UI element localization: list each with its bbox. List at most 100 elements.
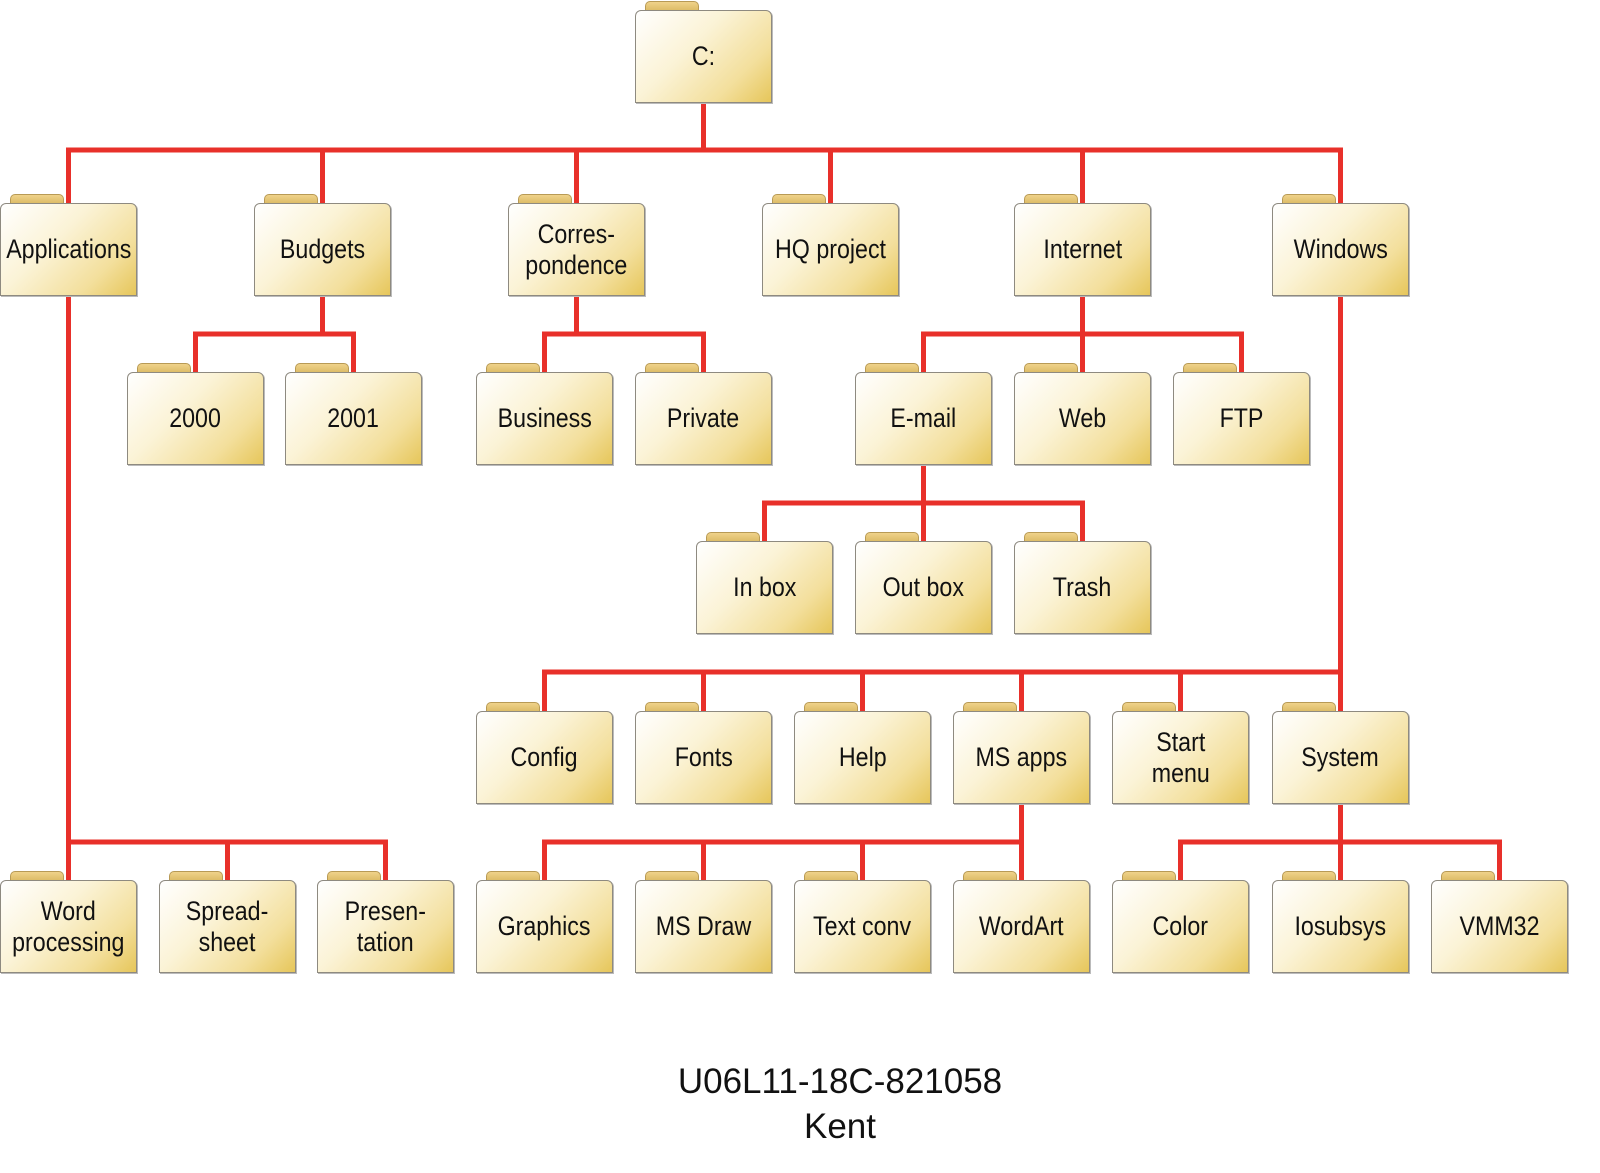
folder-vmm32[interactable]: VMM32 [1431,871,1568,973]
folder-label: Budgets [279,234,366,264]
folder-icon: Windows [1272,203,1409,296]
folder-tab-icon [963,871,1017,882]
folder-label: In box [732,572,797,602]
folder-label: E-mail [890,403,957,433]
folder-windows[interactable]: Windows [1272,194,1409,296]
folder-system[interactable]: System [1272,702,1409,804]
folder-icon: HQ project [762,203,899,296]
folder-icon: MS apps [953,711,1090,804]
folder-tab-icon [486,702,540,713]
folder-icon: Color [1112,880,1249,973]
folder-label: Web [1058,403,1107,433]
folder-label: 2001 [327,403,380,433]
folder-label: VMM32 [1459,911,1540,941]
folder-applications[interactable]: Applications [0,194,137,296]
folder-2001[interactable]: 2001 [285,363,422,465]
folder-label: Business [497,403,592,433]
folder-label: Internet [1043,234,1122,264]
folder-web[interactable]: Web [1014,363,1151,465]
folder-private[interactable]: Private [635,363,772,465]
folder-ms-apps[interactable]: MS apps [953,702,1090,804]
folder-icon: Text conv [794,880,931,973]
folder-label: Config [510,742,579,772]
folder-icon: Spread- sheet [159,880,296,973]
folder-graphics[interactable]: Graphics [476,871,613,973]
folder-label: Word processing [12,895,125,957]
folder-label: MS Draw [655,911,752,941]
folder-ftp[interactable]: FTP [1173,363,1310,465]
folder-iosubsys[interactable]: Iosubsys [1272,871,1409,973]
folder-internet[interactable]: Internet [1014,194,1151,296]
folder-label: HQ project [775,234,886,264]
folder-config[interactable]: Config [476,702,613,804]
folder-label: FTP [1219,403,1264,433]
folder-label: Corres- pondence [525,218,628,280]
folder-hq-project[interactable]: HQ project [762,194,899,296]
folder-tab-icon [486,871,540,882]
folder-trash[interactable]: Trash [1014,532,1151,634]
folder-c[interactable]: C: [635,1,772,103]
folder-tab-icon [1122,871,1176,882]
folder-icon: Budgets [254,203,391,296]
folder-color[interactable]: Color [1112,871,1249,973]
folder-start-menu[interactable]: Start menu [1112,702,1249,804]
figure-author: Kent [804,1107,876,1146]
folder-tab-icon [645,363,699,374]
folder-tab-icon [804,871,858,882]
folder-label: Iosubsys [1294,911,1387,941]
folder-icon: Config [476,711,613,804]
folder-tab-icon [772,194,826,205]
folder-2000[interactable]: 2000 [127,363,264,465]
folder-tab-icon [645,702,699,713]
folder-tab-icon [1024,194,1078,205]
folder-label: Text conv [813,911,912,941]
folder-tab-icon [486,363,540,374]
folder-icon: Private [635,372,772,465]
folder-label: Out box [882,572,965,602]
folder-label: Applications [5,234,132,264]
folder-icon: Start menu [1112,711,1249,804]
folder-tab-icon [1282,194,1336,205]
folder-business[interactable]: Business [476,363,613,465]
folder-label: Graphics [498,911,591,941]
figure-code: U06L11-18C-821058 [677,1062,1003,1101]
folder-label: 2000 [169,403,222,433]
folder-tab-icon [804,702,858,713]
folder-label: Start menu [1151,726,1210,788]
folder-word-processing[interactable]: Word processing [0,871,137,973]
folder-label: C: [691,41,716,71]
folder-tab-icon [865,532,919,543]
folder-icon: Web [1014,372,1151,465]
folder-out-box[interactable]: Out box [855,532,992,634]
folder-icon: FTP [1173,372,1310,465]
folder-spread-sheet[interactable]: Spread- sheet [159,871,296,973]
folder-tab-icon [1183,363,1237,374]
folder-tab-icon [327,871,381,882]
folder-label: Trash [1053,572,1112,602]
folder-help[interactable]: Help [794,702,931,804]
folder-ms-draw[interactable]: MS Draw [635,871,772,973]
folder-e-mail[interactable]: E-mail [855,363,992,465]
folder-icon: MS Draw [635,880,772,973]
folder-tab-icon [1024,363,1078,374]
folder-fonts[interactable]: Fonts [635,702,772,804]
folder-label: WordArt [979,911,1064,941]
folder-icon: E-mail [855,372,992,465]
folder-in-box[interactable]: In box [696,532,833,634]
folder-tab-icon [137,363,191,374]
folder-label: Color [1152,911,1209,941]
folder-icon: Presen- tation [317,880,454,973]
folder-tab-icon [1122,702,1176,713]
folder-wordart[interactable]: WordArt [953,871,1090,973]
folder-icon: 2001 [285,372,422,465]
folder-icon: Out box [855,541,992,634]
folder-tab-icon [10,194,64,205]
folder-tab-icon [264,194,318,205]
folder-presen-tation[interactable]: Presen- tation [317,871,454,973]
folder-budgets[interactable]: Budgets [254,194,391,296]
folder-text-conv[interactable]: Text conv [794,871,931,973]
folder-icon: VMM32 [1431,880,1568,973]
folder-corres-pondence[interactable]: Corres- pondence [508,194,645,296]
folder-label: Help [838,742,887,772]
